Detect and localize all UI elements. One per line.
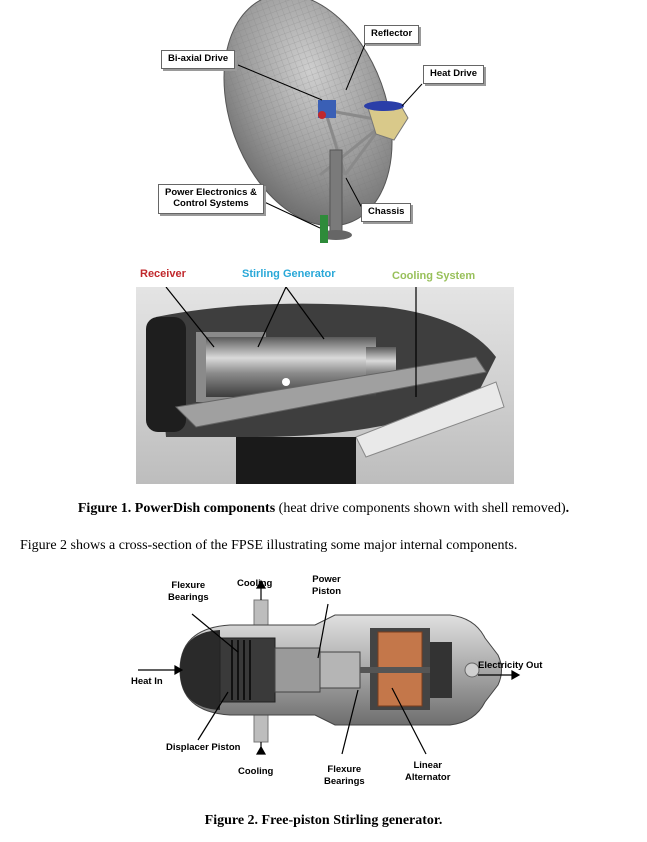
- figure2-caption: Figure 2. Free-piston Stirling generator…: [204, 813, 443, 828]
- body-paragraph: Figure 2 shows a cross-section of the FP…: [20, 538, 518, 553]
- reflector-label: Reflector: [364, 25, 420, 44]
- flexure-bearings-bottom-line2: Bearings: [324, 775, 365, 787]
- linear-alternator-line1: Linear: [413, 760, 442, 771]
- figure1-caption-bold: Figure 1. PowerDish components: [77, 501, 276, 516]
- linear-alternator-line2: Alternator: [405, 771, 451, 783]
- fpse-cross-section: [138, 579, 521, 755]
- power-electronics-line1: Power Electronics &: [165, 187, 257, 198]
- power-electronics-label: Power Electronics & Control Systems: [158, 184, 264, 214]
- power-piston-line1: Power: [312, 574, 341, 585]
- cooling-radiator: [355, 381, 505, 458]
- flexure-bearings-top-label: Flexure Bearings: [168, 580, 209, 604]
- cooling-top-label: Cooling: [237, 578, 273, 589]
- cooling-system-label: Cooling System: [392, 270, 476, 282]
- chassis-rail: [174, 356, 487, 428]
- powerdish-illustration: [223, 0, 423, 243]
- linear-alternator-label: Linear Alternator: [405, 760, 450, 784]
- power-piston-line2: Piston: [312, 585, 342, 597]
- stirling-generator-label: Stirling Generator: [242, 268, 336, 280]
- power-piston-label: Power Piston: [312, 574, 341, 598]
- cooling-bottom-label: Cooling: [238, 766, 274, 777]
- receiver-label: Receiver: [140, 268, 186, 280]
- receiver-aperture: [146, 317, 186, 432]
- electricity-out-label: Electricity Out: [478, 660, 543, 671]
- power-electronics-line2: Control Systems: [173, 197, 249, 209]
- heater-head: [180, 630, 220, 710]
- power-electronics-box: [320, 215, 328, 243]
- chassis-label: Chassis: [361, 203, 412, 222]
- power-piston: [319, 651, 361, 689]
- heat-in-label: Heat In: [131, 676, 163, 687]
- figure1-caption-rest: (heat drive components shown with shell …: [275, 501, 566, 516]
- mast: [329, 149, 343, 236]
- flexure-bearings-top-line1: Flexure: [171, 580, 206, 591]
- heat-drive-photo: [136, 287, 514, 484]
- figure1-caption: Figure 1. PowerDish components (heat dri…: [0, 501, 647, 517]
- biaxial-drive-label: Bi-axial Drive: [161, 50, 236, 69]
- figure1-caption-end: .: [565, 501, 570, 516]
- flexure-bearings-top-line2: Bearings: [168, 591, 209, 603]
- heat-drive-label: Heat Drive: [423, 65, 484, 84]
- flexure-bearings-bottom-label: Flexure Bearings: [324, 764, 365, 788]
- displacer-piston-label: Displacer Piston: [166, 742, 241, 753]
- flexure-bearings-bottom-line1: Flexure: [327, 764, 362, 775]
